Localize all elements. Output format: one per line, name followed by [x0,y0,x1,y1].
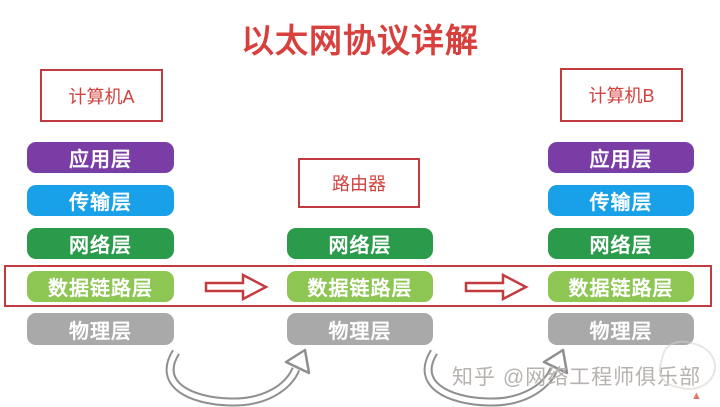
watermark-text: 知乎 @网络工程师俱乐部 [452,366,702,389]
layer-box-datalink: 数据链路层 [548,271,694,302]
layer-box-network: 网络层 [27,228,174,259]
curved-arrow-icon [423,348,569,407]
layer-box-network: 网络层 [287,228,433,259]
datalink-highlight-band [4,265,712,307]
node-computer-a: 计算机A [40,69,163,122]
layer-box-datalink: 数据链路层 [27,271,174,302]
layer-box-transport: 传输层 [548,185,694,216]
curved-arrow-icon [165,348,311,407]
right-arrow-icon [204,273,269,301]
layer-box-transport: 传输层 [27,185,174,216]
layer-box-application: 应用层 [27,142,174,173]
node-computer-b-label: 计算机B [588,86,655,106]
right-arrow-icon [464,273,529,301]
page-title: 以太网协议详解 [241,22,479,59]
logo-triangle-icon: ▲ [691,390,702,402]
layer-box-physical: 物理层 [548,313,694,345]
node-router: 路由器 [298,158,420,208]
layer-box-physical: 物理层 [27,313,174,345]
layer-box-datalink: 数据链路层 [287,271,433,302]
node-computer-a-label: 计算机A [68,86,135,107]
layer-box-application: 应用层 [548,142,694,173]
layer-box-physical: 物理层 [287,313,433,345]
node-computer-b: 计算机B [560,68,683,122]
layer-box-network: 网络层 [548,228,694,259]
node-router-label: 路由器 [332,174,386,194]
